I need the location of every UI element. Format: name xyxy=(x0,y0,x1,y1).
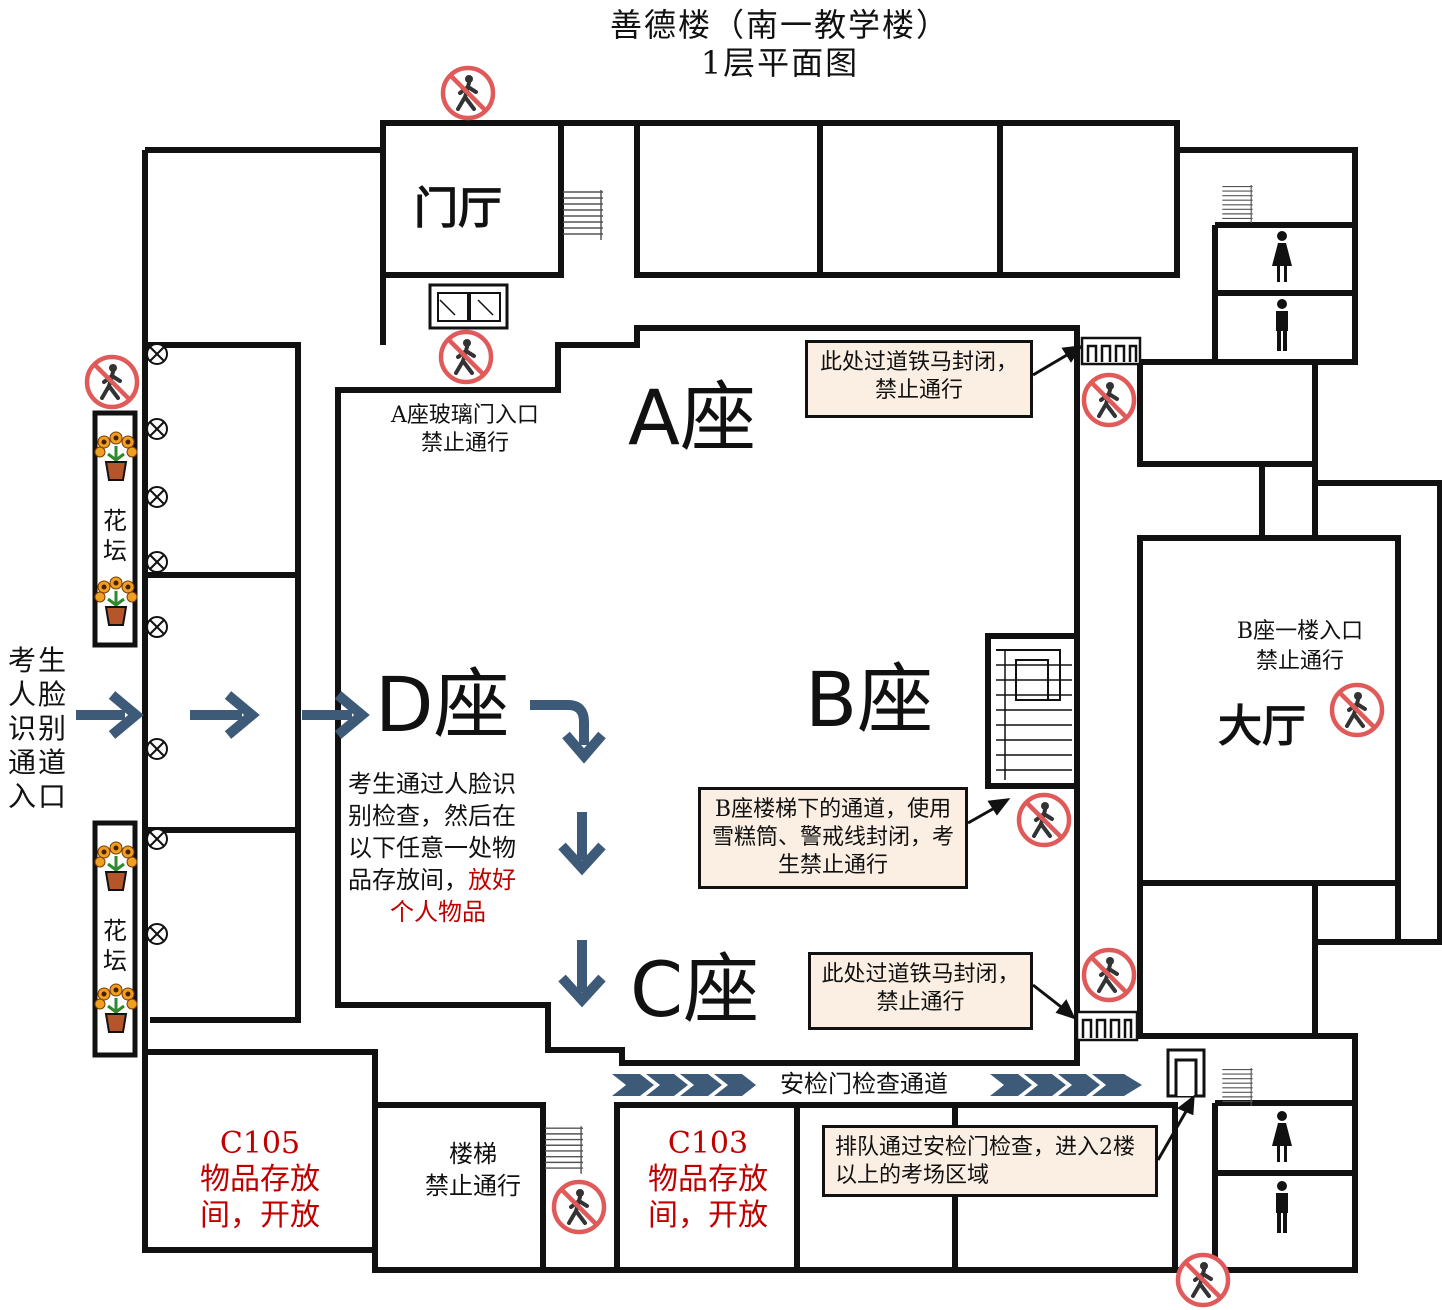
light-fixture-icon xyxy=(146,551,168,573)
note-queue: 排队通过安检门检查，进入2楼以上的考场区域 xyxy=(822,1125,1158,1197)
instruction-line-4: 品存放间，放好 xyxy=(348,864,516,896)
light-fixture-icon xyxy=(146,418,168,440)
arrow-right-icon xyxy=(76,691,144,739)
flowerbed-label-1a: 花 xyxy=(103,507,127,535)
no-pedestrian-icon xyxy=(441,332,491,382)
c105-label-2: 物品存放 xyxy=(200,1162,320,1197)
instruction-line-5: 个人物品 xyxy=(390,898,486,926)
entry-label-1: 考生 xyxy=(8,644,69,677)
b-entrance-label-2: 禁止通行 xyxy=(1255,649,1344,674)
zone-c-label: C座 xyxy=(630,945,760,1034)
no-pedestrian-icon xyxy=(1019,795,1069,845)
stairs-icon xyxy=(563,190,603,240)
chevron-right-icon xyxy=(1092,1074,1142,1096)
route-arrows xyxy=(76,691,606,1008)
note-pointers xyxy=(967,345,1195,1161)
title-line-1: 善德楼（南一教学楼） xyxy=(609,6,950,44)
no-pedestrian-icon xyxy=(1084,375,1134,425)
flowerbed-label-2a: 花 xyxy=(103,917,127,945)
title-line-2: 1层平面图 xyxy=(700,44,860,82)
flowerbed-north xyxy=(92,410,139,648)
arrow-down-icon xyxy=(558,940,606,1008)
note-c-barrier: 此处过道铁马封闭，禁止通行 xyxy=(808,952,1033,1030)
light-fixture-icon xyxy=(146,828,168,850)
instruction-line-2: 别检查，然后在 xyxy=(348,802,516,830)
no-pedestrian-icon xyxy=(1178,1255,1228,1305)
flowerbed-south xyxy=(92,820,139,1058)
security-gate-icon xyxy=(1166,1048,1206,1098)
light-fixture-icon xyxy=(146,923,168,945)
stairs-label-2: 禁止通行 xyxy=(425,1172,521,1200)
arrow-turn-icon xyxy=(530,700,606,764)
arrow-right-icon xyxy=(302,691,370,739)
c105-label-3: 间，开放 xyxy=(200,1198,320,1233)
walls xyxy=(142,120,1442,1273)
zone-a-label: A座 xyxy=(628,373,756,462)
stairs-label-1: 楼梯 xyxy=(449,1140,497,1168)
stairs-icon xyxy=(1221,185,1254,223)
entry-label-4: 通道 xyxy=(8,746,69,779)
female-toilet-icon xyxy=(1272,231,1292,282)
male-toilet-icon xyxy=(1276,299,1288,351)
a-glass-door-label-2: 禁止通行 xyxy=(420,431,509,456)
instruction-red-a: 放好 xyxy=(468,866,516,894)
chevron-right-icon xyxy=(1024,1074,1066,1096)
arrow-right-icon xyxy=(190,691,260,739)
light-fixture-icon xyxy=(146,343,168,365)
note-a-barrier: 此处过道铁马封闭，禁止通行 xyxy=(805,340,1033,418)
security-channel-chevrons xyxy=(612,1074,1142,1096)
entry-label-2: 人脸 xyxy=(8,678,69,711)
no-pedestrian-icon xyxy=(443,68,493,118)
a-glass-door-label-1: A座玻璃门入口 xyxy=(391,403,539,428)
arrow-down-icon xyxy=(558,812,606,876)
no-pedestrian-icon xyxy=(1084,950,1134,1000)
light-fixture-icon xyxy=(146,738,168,760)
c103-label-1: C103 xyxy=(667,1126,749,1161)
light-fixture-icon xyxy=(146,486,168,508)
no-pedestrian-icon xyxy=(87,357,137,407)
chevron-right-icon xyxy=(612,1074,654,1096)
c103-label-3: 间，开放 xyxy=(648,1198,768,1233)
chevron-right-icon xyxy=(714,1074,756,1096)
light-fixture-icon xyxy=(146,616,168,638)
chevron-right-icon xyxy=(680,1074,722,1096)
barrier-icon xyxy=(1075,1010,1139,1042)
entry-label-5: 入口 xyxy=(8,780,69,813)
light-fixtures xyxy=(146,343,168,945)
security-channel-label: 安检门检查通道 xyxy=(780,1070,948,1098)
chevron-right-icon xyxy=(646,1074,688,1096)
male-toilet-icon xyxy=(1276,1181,1288,1233)
note-b-stair: B座楼梯下的通道，使用雪糕筒、警戒线封闭，考生禁止通行 xyxy=(698,787,968,889)
instruction-line-3: 以下任意一处物 xyxy=(348,834,516,862)
no-pedestrian-icon xyxy=(1332,685,1382,735)
lobby-label: 门厅 xyxy=(414,183,502,234)
glass-door-icon xyxy=(428,283,509,330)
hall-label: 大厅 xyxy=(1218,701,1306,752)
flowerbed-label-1b: 坛 xyxy=(103,537,127,565)
female-toilet-icon xyxy=(1272,1111,1292,1162)
zone-b-label: B座 xyxy=(805,655,934,744)
chevron-right-icon xyxy=(990,1074,1032,1096)
chevron-right-icon xyxy=(1058,1074,1100,1096)
zone-d-label: D座 xyxy=(375,660,510,749)
instruction-line-1: 考生通过人脸识 xyxy=(348,770,516,798)
entry-label-3: 识别 xyxy=(8,712,69,745)
stair-b-icon xyxy=(996,649,1072,780)
barrier-icon xyxy=(1080,336,1142,366)
instruction-line-4-black: 品存放间， xyxy=(348,866,468,894)
b-entrance-label-1: B座一楼入口 xyxy=(1236,619,1364,644)
c103-label-2: 物品存放 xyxy=(648,1162,768,1197)
c105-label-1: C105 xyxy=(219,1126,301,1161)
no-entry-signs xyxy=(87,68,1382,1305)
flowerbed-label-2b: 坛 xyxy=(103,947,127,975)
